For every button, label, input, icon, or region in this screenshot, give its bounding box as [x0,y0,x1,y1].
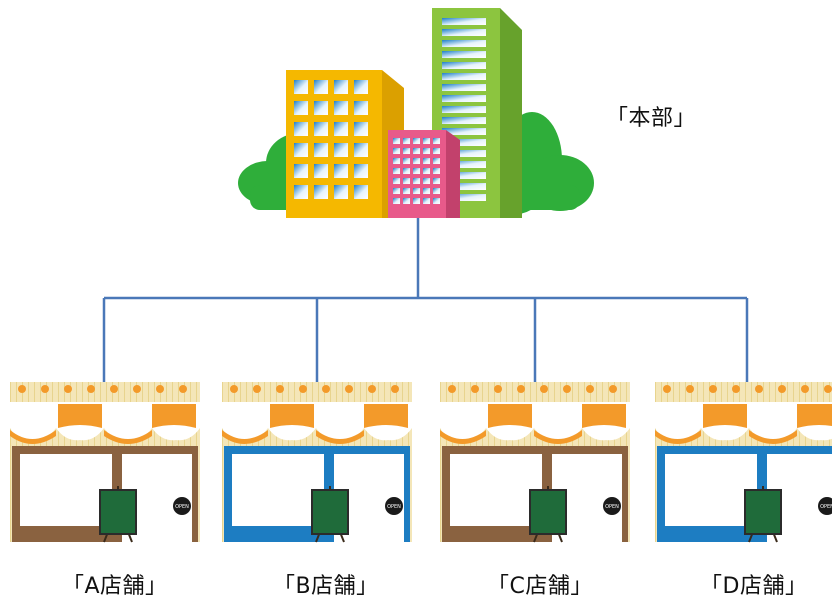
open-sign-text: OPEN [387,504,401,510]
store-d-illustration: OPEN [655,382,832,542]
store-b-label: 「B店舗」 [273,568,379,600]
store-c-illustration: OPEN [440,382,630,542]
store-c-label: 「C店舗」 [487,568,593,600]
store-b-illustration: OPEN [222,382,412,542]
connector-lines [104,218,747,382]
store-d-label: 「D店舗」 [700,568,807,600]
hq-building-illustration [238,8,594,218]
store-a-illustration: OPEN [10,382,200,542]
open-sign-text: OPEN [175,504,189,510]
hq-label: 「本部」 [606,100,696,132]
store-a-label: 「A店舗」 [62,568,168,600]
open-sign-text: OPEN [605,504,619,510]
open-sign-text: OPEN [820,504,832,510]
